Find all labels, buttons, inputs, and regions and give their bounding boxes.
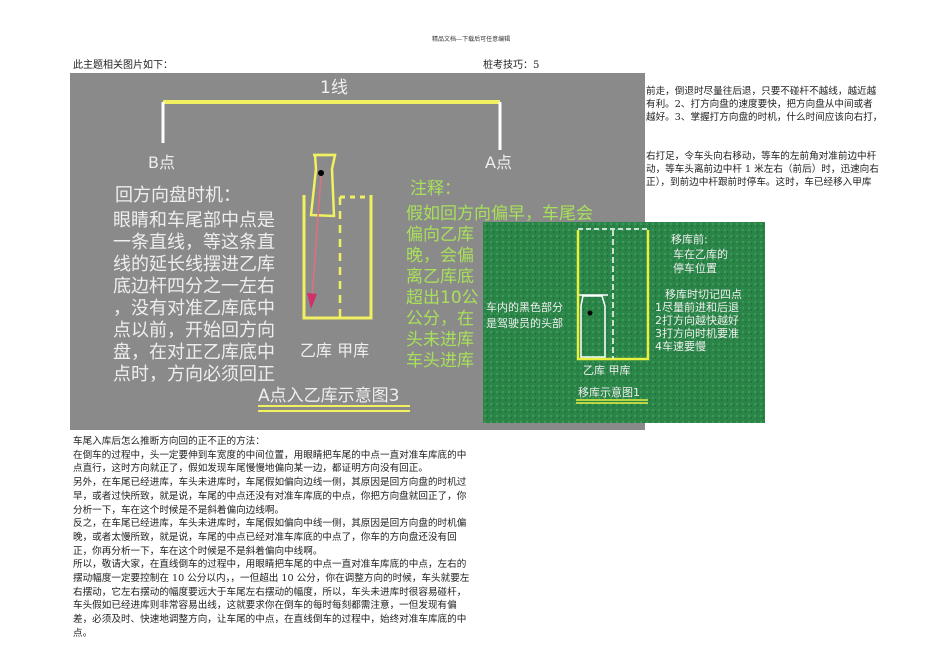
text-line: 动，等车头离前边中杆 1 米左右（前后）时，迅速向右 [646, 164, 879, 175]
figure-move-garage-diagram: 车内的黑色部分 是驾驶员的头部 移库前: 车在乙库的 停车位置 移库时切记四点 … [483, 222, 765, 423]
intro-text: 此主题相关图片如下： [73, 60, 173, 71]
tip-label: 桩考技巧：5 [483, 60, 540, 71]
svg-text:车头进库: 车头进库 [406, 351, 474, 371]
text-line: 正），到前边中杆跟前时停车。这时，车已经移入甲库 [646, 177, 872, 188]
body-paragraph: 在倒车的过程中，头一定要伸到车宽度的中间位置，用眼睛把车尾的中点一直对准车库底的… [73, 449, 467, 475]
svg-text:2打方向越快越好: 2打方向越快越好 [655, 313, 739, 327]
car-outline [580, 295, 606, 358]
b-point-label: B点 [148, 153, 175, 172]
svg-text:底边杆四分之一左右: 底边杆四分之一左右 [113, 276, 275, 297]
text-line: 右打足，令车头向右移动，等车的左前角对准前边中杆 [646, 151, 877, 162]
svg-text:线的延长线摆进乙库: 线的延长线摆进乙库 [113, 254, 275, 275]
text-line: 有利。2、打方向盘的速度要快，把方向盘从中间或者 [646, 99, 873, 110]
body-paragraph: 另外，在车尾已经进库，车头未进库时，车尾假如偏向边线一侧，其原因是回方向盘的时机… [73, 477, 467, 516]
figure-caption: A点入乙库示意图3 [258, 386, 399, 406]
svg-text:，没有对准乙库底中: ，没有对准乙库底中 [113, 298, 275, 319]
timing-text: 眼睛和车尾部中点是 一条直线，等这条直 线的延长线摆进乙库 底边杆四分之一左右 … [113, 210, 275, 385]
a-point-label: A点 [485, 153, 512, 172]
before-heading: 移库前: [671, 232, 708, 246]
driver-head-dot [318, 170, 324, 176]
timing-heading: 回方向盘时机： [115, 185, 241, 206]
svg-text:是驾驶员的头部: 是驾驶员的头部 [486, 316, 563, 330]
note-text: 假如回方向偏早，车尾会 偏向乙库 晚，会偏 离乙库底 超出10公 公分，在 头未… [406, 204, 593, 371]
figure-caption: 移库示意图1 [578, 385, 640, 399]
svg-text:盘，在对正乙库底中: 盘，在对正乙库底中 [113, 342, 275, 363]
text-line: 越好。3、掌握打方向盘的时机，什么时间应该向右打， [646, 112, 883, 123]
sightline-arrow [311, 175, 322, 299]
garage-labels: 乙库 甲库 [300, 341, 369, 360]
svg-text:点以前，开始回方向: 点以前，开始回方向 [113, 320, 275, 341]
body-paragraph: 所以，敬请大家，在直线倒车的过程中，用眼睛把车尾的中点一直对准车库底的中点，左右… [73, 559, 470, 639]
svg-text:点时，方向必须回正: 点时，方向必须回正 [113, 364, 275, 385]
svg-text:假如回方向偏早，车尾会: 假如回方向偏早，车尾会 [406, 204, 593, 224]
driver-head-dot [587, 310, 593, 316]
svg-text:一条直线，等这条直: 一条直线，等这条直 [113, 232, 275, 253]
right-text-block-a: 前走，倒退时尽量往后退，只要不碰杆不越线，越近越 有利。2、打方向盘的速度要快，… [646, 85, 886, 124]
svg-text:3打方向时机要准: 3打方向时机要准 [655, 326, 739, 340]
points-heading: 移库时切记四点 [665, 288, 742, 301]
svg-text:离乙库底: 离乙库底 [406, 267, 474, 287]
svg-text:车内的黑色部分: 车内的黑色部分 [486, 300, 563, 314]
text-line: 前走，倒退时尽量往后退，只要不碰杆不越线，越近越 [646, 86, 877, 97]
svg-text:眼睛和车尾部中点是: 眼睛和车尾部中点是 [113, 210, 275, 231]
text-line: 车在乙库的 [673, 247, 728, 261]
right-text-block-b: 右打足，令车头向右移动，等车的左前角对准前边中杆 动，等车头离前边中杆 1 米左… [646, 150, 886, 189]
svg-text:1尽量前进和后退: 1尽量前进和后退 [655, 300, 739, 314]
text-line: 停车位置 [673, 261, 717, 275]
points-list: 1尽量前进和后退 2打方向越快越好 3打方向时机要准 4车速要慢 [655, 300, 739, 353]
header-note: 精品文档---下载后可任意编辑 [432, 36, 511, 43]
svg-text:偏向乙库: 偏向乙库 [406, 225, 474, 245]
svg-text:头未进库: 头未进库 [406, 330, 474, 350]
svg-text:公分，在: 公分，在 [406, 309, 474, 329]
svg-text:晚，会偏: 晚，会偏 [406, 246, 474, 266]
svg-text:超出10公: 超出10公 [406, 288, 479, 308]
body-text: 车尾入库后怎么推断方向回的正不正的方法： 在倒车的过程中，头一定要伸到车宽度的中… [73, 435, 473, 641]
garage-outline [302, 195, 373, 320]
body-title: 车尾入库后怎么推断方向回的正不正的方法： [73, 436, 265, 447]
line-label: 1线 [320, 78, 348, 98]
note-heading: 注释： [410, 179, 461, 199]
svg-text:4车速要慢: 4车速要慢 [655, 339, 706, 353]
garage-labels: 乙库 甲库 [583, 364, 631, 377]
body-paragraph: 反之，在车尾已经进库，车头未进库时，车尾假如偏向中线一侧，其原因是回方向盘的时机… [73, 518, 467, 557]
driver-note: 车内的黑色部分 是驾驶员的头部 [486, 300, 563, 330]
